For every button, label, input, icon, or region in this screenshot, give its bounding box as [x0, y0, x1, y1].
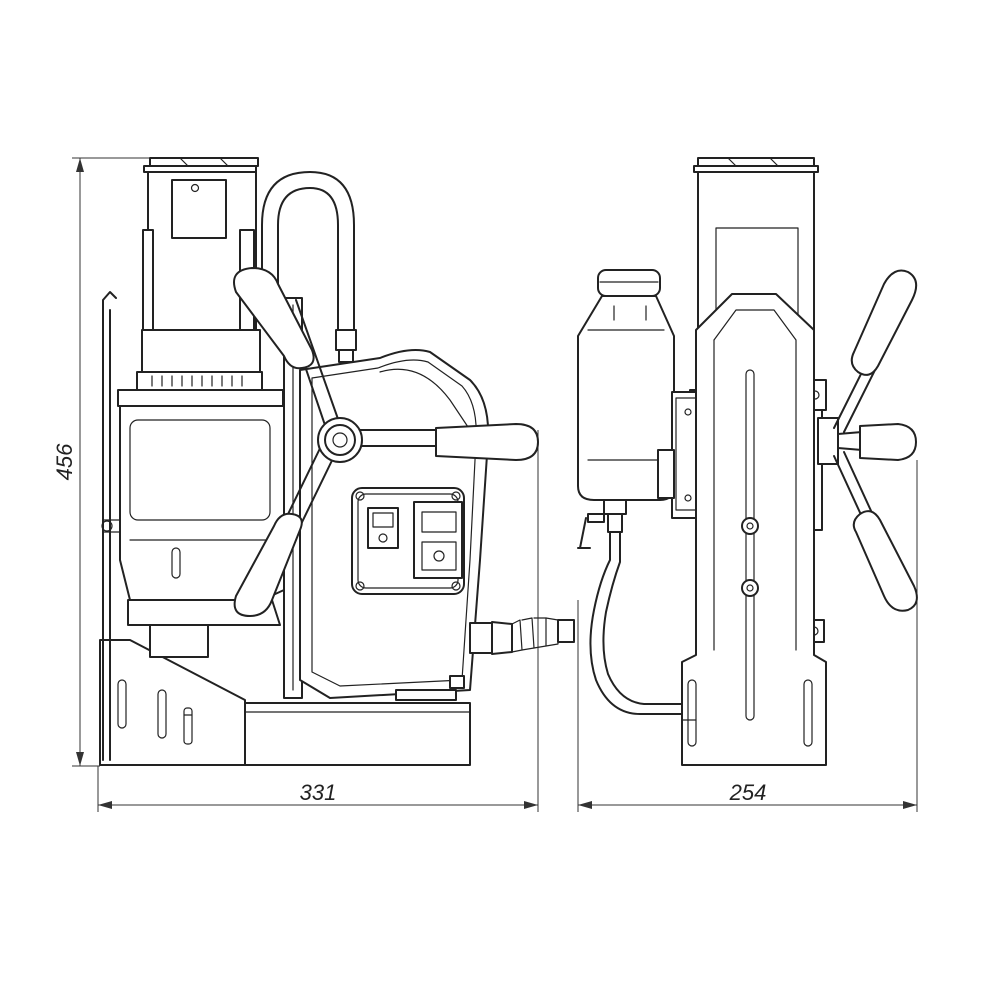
motor-vents [151, 375, 243, 387]
height-label: 456 [52, 443, 77, 480]
height-dimension: 456 [52, 157, 150, 767]
width-label: 331 [300, 780, 337, 805]
side-view [99, 157, 575, 766]
coolant-tube [589, 531, 689, 715]
depth-label: 254 [729, 780, 767, 805]
feed-handles [233, 267, 539, 617]
coolant-hose [261, 171, 357, 363]
handle-grip-top [233, 267, 315, 370]
control-panel [351, 487, 465, 595]
front-feed-handles [817, 269, 918, 612]
column-front [681, 293, 827, 766]
magnetic-base [99, 639, 471, 766]
depth-dimension: 254 [577, 460, 918, 812]
power-cable-relief [469, 617, 575, 655]
handle-grip-right [435, 423, 539, 461]
front-handle-grip-bottom [852, 510, 918, 612]
front-handle-grip-top [850, 269, 918, 376]
front-view [577, 157, 918, 766]
handle-grip-bottom [233, 512, 303, 617]
gearbox [117, 389, 285, 658]
width-dimension: 331 [97, 430, 539, 812]
coolant-bottle [577, 269, 675, 549]
magnet-switch [413, 501, 463, 579]
front-handle-grip-right [859, 423, 917, 461]
